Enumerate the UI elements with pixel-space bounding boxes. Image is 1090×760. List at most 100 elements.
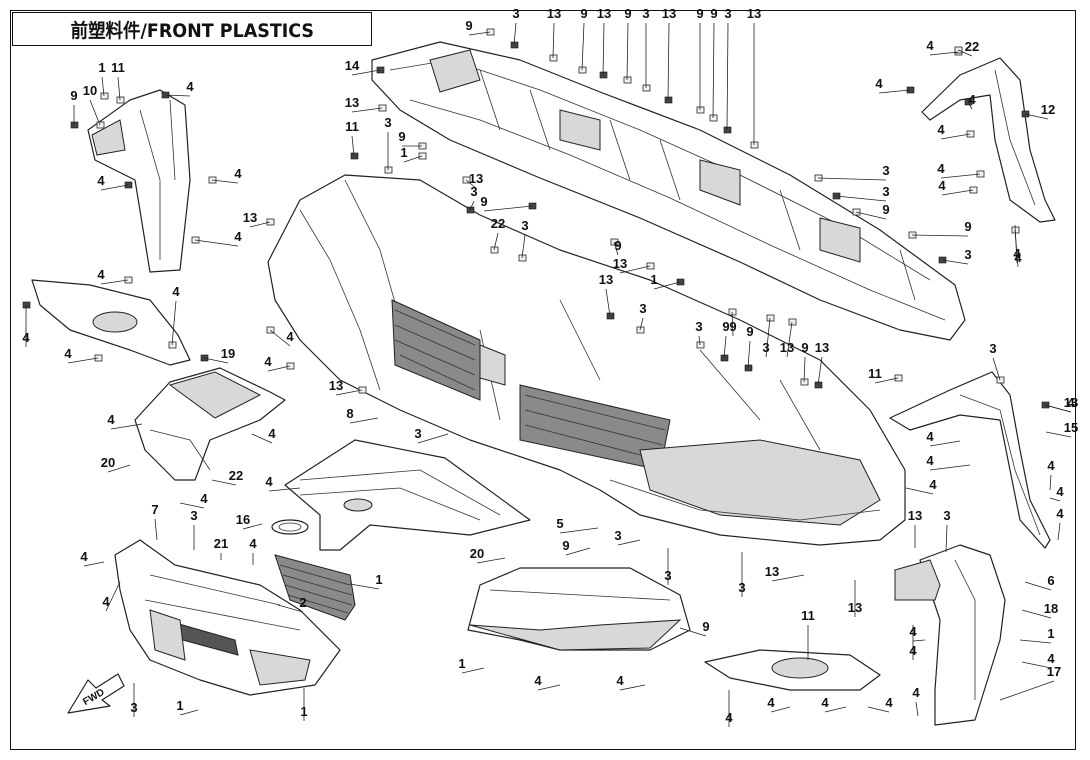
part-callout-number: 3 <box>695 319 702 334</box>
leader-line <box>626 22 629 81</box>
part-callout-number: 3 <box>882 163 889 178</box>
plastic-clip <box>709 114 718 122</box>
part-callout-number: 3 <box>512 6 519 21</box>
leader-line <box>179 709 199 716</box>
page-title: 前塑料件/FRONT PLASTICS <box>70 19 314 42</box>
part-callout-number: 1 <box>300 704 307 719</box>
part-callout-number: 4 <box>186 79 194 94</box>
part-callout-number: 4 <box>200 491 208 506</box>
part-callout-number: 13 <box>765 564 779 579</box>
part-callout-number: 3 <box>989 341 996 356</box>
part-callout-number: 11 <box>801 608 815 623</box>
leader-line <box>667 22 670 101</box>
part-15-right-fender-flare <box>889 371 1051 549</box>
title-box: 前塑料件/FRONT PLASTICS <box>12 12 372 46</box>
leader-line <box>915 701 919 717</box>
part-callout-number: 13 <box>780 340 794 355</box>
part-callout-number: 3 <box>642 6 649 21</box>
part-callout-number: 7 <box>151 502 158 517</box>
leader-line <box>855 211 887 220</box>
plastic-clip <box>286 362 295 370</box>
leader-line <box>824 706 847 713</box>
plastic-clip <box>696 106 705 114</box>
part-callout-number: 1 <box>98 60 105 75</box>
part-callout-number: 9 <box>624 6 631 21</box>
leader-line <box>765 317 771 358</box>
leader-line <box>786 321 793 358</box>
part-callout-number: 1 <box>458 656 465 671</box>
part-callout-number: 3 <box>664 568 671 583</box>
plastic-clip <box>623 76 632 84</box>
part-callout-number: 22 <box>491 216 505 231</box>
part-callout-number: 4 <box>1067 395 1075 410</box>
plastic-clip <box>96 121 105 129</box>
leader-line <box>940 133 971 140</box>
plastic-clip <box>486 28 495 36</box>
part-callout-number: 4 <box>264 354 272 369</box>
leader-line <box>521 234 526 259</box>
leader-line <box>967 101 973 110</box>
leader-line <box>698 335 701 346</box>
part-callout-number: 9 <box>702 619 709 634</box>
plastic-clip <box>728 308 737 316</box>
leader-line <box>941 189 974 196</box>
part-12-right-trim-arm <box>921 57 1056 223</box>
leader-line <box>817 356 823 386</box>
leader-line <box>639 317 644 331</box>
plastic-clip <box>418 152 427 160</box>
part-callout-number: 4 <box>1013 246 1021 261</box>
part-callout-number: 4 <box>926 38 934 53</box>
part-callout-number: 4 <box>926 453 934 468</box>
leader-line <box>712 22 715 119</box>
plastic-clip <box>696 341 705 349</box>
leader-line <box>417 433 449 444</box>
leader-line <box>817 177 887 181</box>
leader-line <box>912 639 926 642</box>
leader-line <box>731 311 734 337</box>
part-callout-number: 9 <box>729 319 736 334</box>
plastic-clip <box>124 276 133 284</box>
leader-line <box>476 557 506 564</box>
part-callout-number: 4 <box>1056 506 1064 521</box>
leader-line <box>878 89 911 94</box>
screw-fastener <box>22 301 31 309</box>
part-callout-number: 9 <box>398 129 405 144</box>
part-callout-number: 4 <box>938 178 946 193</box>
leader-line <box>110 423 143 430</box>
part-callout-number: 9 <box>801 340 808 355</box>
leader-layer <box>25 22 1072 727</box>
part-callout-number: 4 <box>885 695 893 710</box>
plastic-clip <box>969 186 978 194</box>
screw-fastener <box>723 126 732 134</box>
part-callout-number: 3 <box>724 6 731 21</box>
leader-line <box>89 99 101 126</box>
part-callout-number: 4 <box>234 229 242 244</box>
leader-line <box>552 22 555 59</box>
part-callout-number: 4 <box>286 329 294 344</box>
plastic-clip <box>116 96 125 104</box>
part-5-grille-insert <box>274 554 356 621</box>
leader-line <box>1044 404 1072 413</box>
leader-line <box>957 49 973 57</box>
screw-fastener <box>466 206 475 214</box>
part-callout-number: 13 <box>1064 395 1078 410</box>
part-callout-number: 3 <box>614 528 621 543</box>
leader-line <box>874 377 899 384</box>
part-callout-number: 5 <box>556 516 563 531</box>
leader-line <box>100 279 129 285</box>
leader-line <box>803 356 806 383</box>
leader-line <box>945 524 948 553</box>
part-callout-number: 4 <box>937 161 945 176</box>
screw-fastener <box>70 121 79 129</box>
leader-line <box>619 684 646 691</box>
part-callout-number: 9 <box>465 18 472 33</box>
part-callout-number: 13 <box>329 378 343 393</box>
part-callout-number: 4 <box>968 92 976 107</box>
leader-line <box>269 329 291 347</box>
part-18-right-splash-plate <box>704 649 881 691</box>
leader-line <box>999 680 1055 701</box>
plastic-clip <box>800 378 809 386</box>
leader-line <box>249 221 271 228</box>
part-callout-number: 13 <box>469 171 483 186</box>
leader-line <box>619 265 651 274</box>
